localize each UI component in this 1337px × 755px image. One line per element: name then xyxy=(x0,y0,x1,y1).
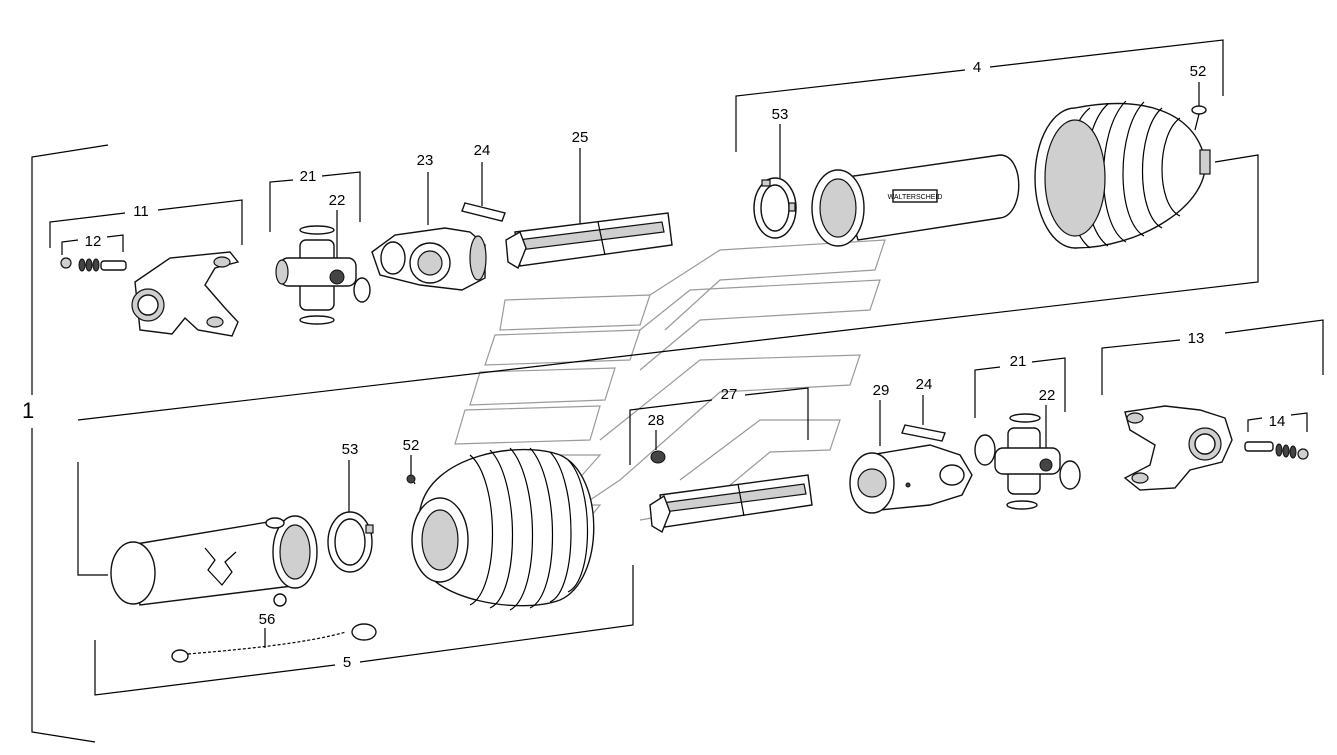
nut xyxy=(650,450,666,464)
label-53-upper: 53 xyxy=(772,106,789,123)
bracket-lines xyxy=(31,39,1324,743)
profile-tube-upper xyxy=(505,212,673,270)
label-11: 11 xyxy=(133,203,149,220)
label-24-lower: 24 xyxy=(916,376,933,393)
watermark-logo xyxy=(454,239,886,531)
universal-joint-cross-right xyxy=(974,413,1081,510)
label-1: 1 xyxy=(22,398,34,423)
yoke-left xyxy=(131,251,240,337)
tube-brand-plate xyxy=(892,189,938,203)
label-22-lower: 22 xyxy=(1039,387,1056,404)
label-5: 5 xyxy=(343,654,351,671)
label-52-lower: 52 xyxy=(403,437,420,454)
yoke-right xyxy=(1123,405,1233,491)
label-53-lower: 53 xyxy=(342,441,359,458)
spring-pin-lower xyxy=(901,424,946,442)
label-56: 56 xyxy=(259,611,276,628)
tube-brand-text: WALTERSCHEID xyxy=(888,194,943,201)
spring-pin-upper xyxy=(461,202,506,222)
label-29: 29 xyxy=(873,382,890,399)
label-21-upper: 21 xyxy=(300,168,317,185)
label-27: 27 xyxy=(721,386,738,403)
guard-bearing-ring-upper xyxy=(753,177,797,239)
universal-joint-cross-left xyxy=(275,225,371,325)
label-25: 25 xyxy=(572,129,589,146)
protection-cone-lower xyxy=(411,447,595,611)
bolt-set-left xyxy=(60,257,127,272)
label-28: 28 xyxy=(648,412,665,429)
part-labels: 1 4 5 11 12 13 14 21 21 22 22 23 24 24 2… xyxy=(22,59,1285,671)
guard-bearing-ring-lower xyxy=(327,511,374,573)
guard-tube-outer: WALTERSCHEID xyxy=(811,154,1020,247)
label-12: 12 xyxy=(85,233,102,250)
safety-chain xyxy=(171,623,377,663)
label-14: 14 xyxy=(1269,413,1286,430)
label-21-lower: 21 xyxy=(1010,353,1027,370)
screw-upper xyxy=(1191,105,1207,131)
label-22-upper: 22 xyxy=(329,192,346,209)
label-23: 23 xyxy=(417,152,434,169)
guard-tube-inner xyxy=(110,515,318,607)
label-4: 4 xyxy=(973,59,981,76)
bolt-set-right xyxy=(1244,441,1309,460)
protection-cone-upper xyxy=(1034,100,1211,249)
inner-yoke xyxy=(371,227,487,291)
profile-tube-lower xyxy=(649,474,813,534)
outer-yoke xyxy=(849,444,973,514)
label-13: 13 xyxy=(1188,330,1205,347)
screw-lower xyxy=(406,474,416,484)
label-52-upper: 52 xyxy=(1190,63,1207,80)
label-24-upper: 24 xyxy=(474,142,491,159)
